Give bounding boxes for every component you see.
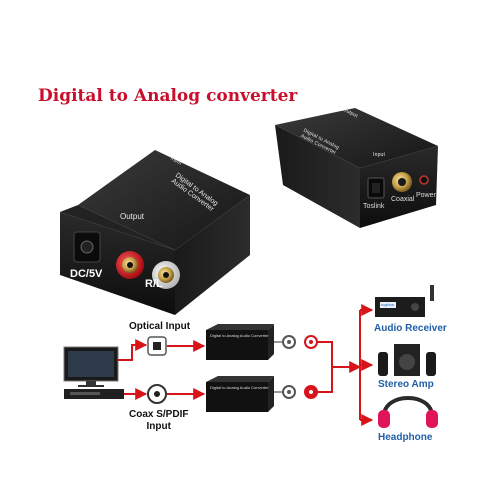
page-title: Digital to Analog converter [38, 86, 298, 106]
dc-5v-label: DC/5V [70, 268, 103, 280]
headphone-label: Headphone [378, 432, 433, 443]
mini-device-top-text: Digital to Analog Audio Converter [210, 333, 269, 338]
coaxial-label: Coaxial [391, 196, 415, 203]
connection-diagram [63, 285, 438, 428]
front-output-label: Output [120, 212, 145, 221]
toslink-label: Toslink [363, 203, 385, 210]
rl-label: R/L [145, 278, 163, 290]
coax-input-line2: Input [146, 421, 171, 432]
audio-receiver-label: Audio Receiver [374, 323, 447, 334]
receiver-display-text: togibus [381, 302, 394, 307]
stereo-amp-label: Stereo Amp [378, 379, 434, 390]
converter-front-view [60, 150, 250, 315]
coax-input-label: Coax S/PDIF Input [129, 409, 188, 433]
mini-device-bottom-text: Digital to Analog Audio Converter [210, 385, 269, 390]
converter-rear-view [275, 108, 438, 228]
rear-input-label: Input [373, 152, 386, 158]
optical-input-label: Optical Input [129, 321, 191, 332]
power-label: Power [416, 192, 436, 199]
coax-input-line1: Coax S/PDIF [129, 409, 189, 420]
